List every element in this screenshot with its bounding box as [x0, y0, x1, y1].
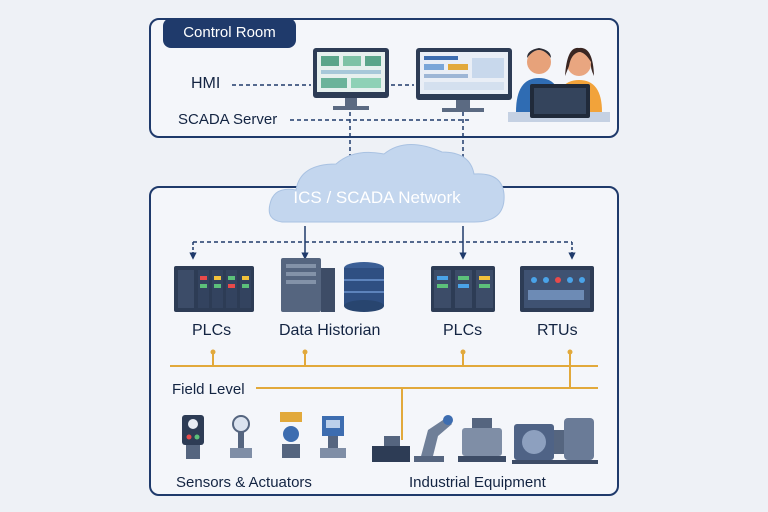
plc-right-icon — [431, 266, 495, 312]
industrial-equipment-icon — [372, 415, 598, 464]
network-cloud-icon — [268, 143, 505, 223]
historian-label: Data Historian — [279, 322, 381, 339]
plc-left-icon — [174, 266, 254, 312]
rtus-label: RTUs — [537, 322, 578, 339]
operators-icon — [508, 47, 610, 122]
data-historian-icon — [281, 258, 384, 312]
plc-left-label: PLCs — [192, 322, 232, 339]
scada-server-label: SCADA Server — [178, 111, 278, 128]
industrial-equipment-label: Industrial Equipment — [409, 474, 546, 491]
sensors-actuators-icon — [182, 412, 346, 459]
plc-right-label: PLCs — [443, 322, 483, 339]
network-label: ICS / SCADA Network — [293, 188, 461, 207]
hmi-label: HMI — [191, 75, 221, 92]
control-room-title: Control Room — [163, 18, 296, 48]
field-level-label: Field Level — [172, 381, 245, 398]
scada-monitor-icon — [416, 48, 512, 112]
sensors-actuators-label: Sensors & Actuators — [176, 474, 312, 491]
rtus-icon — [520, 266, 594, 312]
hmi-monitor-icon — [313, 48, 389, 110]
